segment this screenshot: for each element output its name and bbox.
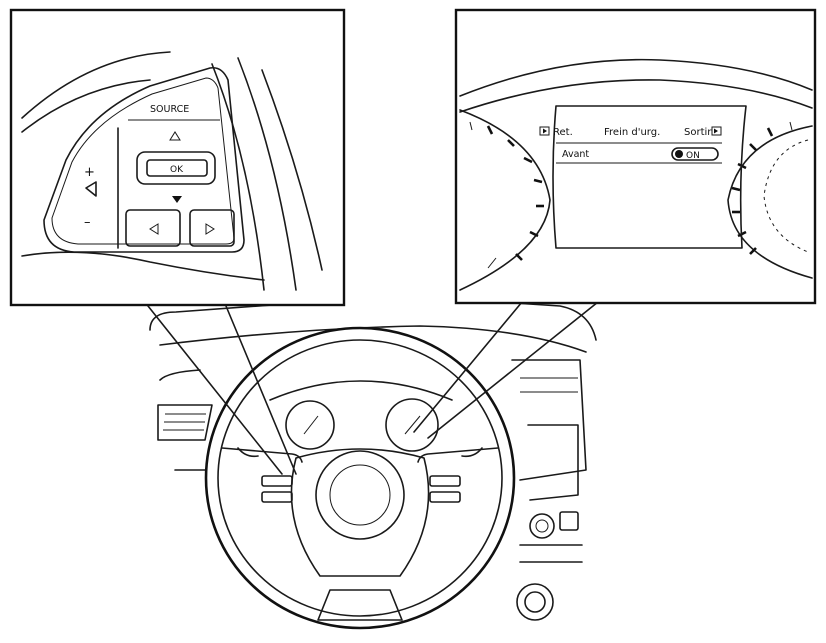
right-gauge xyxy=(385,398,439,452)
left-arrow-button[interactable] xyxy=(125,209,181,247)
triangle-down-icon xyxy=(172,196,182,203)
menu-center-label: Frein d'urg. xyxy=(604,127,660,138)
right-menu-arrow-icon xyxy=(711,126,722,136)
right-detail-panel: Ret. Frein d'urg. Sortir Avant ON xyxy=(454,8,817,305)
steering-wheel xyxy=(204,326,516,630)
right-gauge-ticks xyxy=(731,121,809,255)
left-gauge-ticks xyxy=(469,121,544,269)
left-menu-arrow-icon xyxy=(539,126,550,136)
source-label: SOURCE xyxy=(150,104,189,115)
toggle-indicator-icon xyxy=(675,150,683,158)
toggle-switch[interactable] xyxy=(671,147,719,161)
triangle-left-icon xyxy=(149,223,159,235)
right-arrow-button[interactable] xyxy=(189,209,235,247)
spoke-switch-left xyxy=(261,475,293,487)
menu-left-label[interactable]: Ret. xyxy=(553,127,573,138)
control-knob xyxy=(516,583,554,621)
left-detail-panel: SOURCE OK + – xyxy=(9,8,346,307)
plus-label: + xyxy=(84,165,95,180)
ok-button[interactable] xyxy=(136,151,216,185)
minus-label: – xyxy=(84,215,91,230)
menu-right-label[interactable]: Sortir xyxy=(684,127,712,138)
ok-label: OK xyxy=(170,165,184,175)
back-arrow-icon xyxy=(85,181,97,197)
center-console xyxy=(511,359,587,621)
triangle-right-icon xyxy=(205,223,215,235)
spoke-switch-right xyxy=(429,475,461,487)
triangle-up-icon xyxy=(169,131,181,141)
wheel-hub xyxy=(315,450,405,540)
dashboard-illustration xyxy=(149,299,597,630)
setting-row-label: Avant xyxy=(562,149,589,160)
toggle-value: ON xyxy=(686,151,700,161)
left-air-vent xyxy=(157,404,213,441)
callout-lines xyxy=(147,301,599,475)
left-gauge xyxy=(285,400,335,450)
cluster-display xyxy=(552,105,747,249)
